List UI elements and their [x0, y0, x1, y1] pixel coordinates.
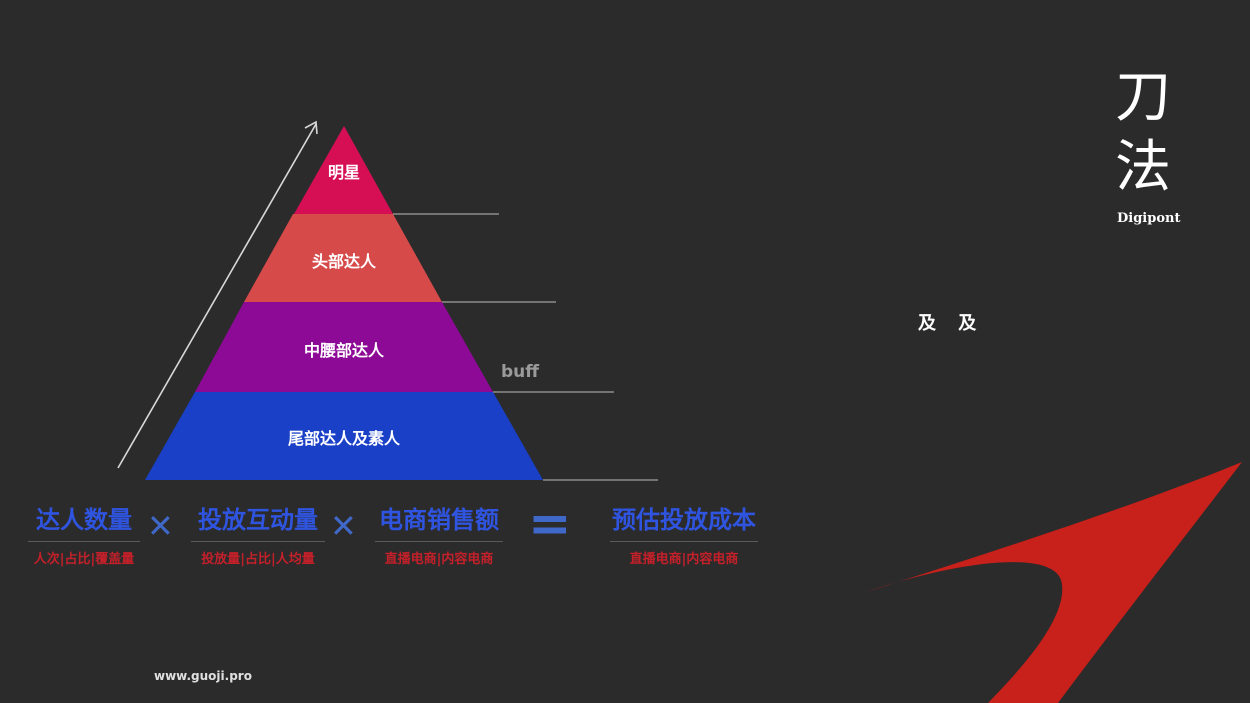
tier-label-mid: 中腰部达人: [303, 341, 384, 360]
red-swoosh-decoration: [866, 462, 1242, 703]
ascending-arrow-head: [304, 120, 318, 135]
formula-term-main: 预估投放成本: [612, 506, 756, 534]
multiply-operator-1: ✕: [147, 507, 174, 545]
formula-term-sub: 直播电商|内容电商: [629, 552, 739, 567]
formula-term-sub: 投放量|占比|人均量: [201, 552, 315, 567]
formula-term-talent-count: 达人数量 人次|占比|覆盖量: [22, 500, 146, 567]
formula-term-interaction: 投放互动量 投放量|占比|人均量: [188, 500, 328, 567]
logo-subtitle: Digipont: [1117, 211, 1181, 226]
formula-term-main: 达人数量: [36, 506, 132, 534]
formula-term-main: 电商销售额: [379, 506, 499, 534]
buff-label: buff: [501, 362, 540, 382]
formula-term-underline: [28, 541, 140, 542]
tier-label-star: 明星: [327, 163, 360, 182]
footer-url: www.guoji.pro: [154, 669, 252, 683]
formula-term-ecommerce-sales: 电商销售额 直播电商|内容电商: [370, 500, 508, 567]
formula-term-estimated-cost: 预估投放成本 直播电商|内容电商: [600, 500, 768, 567]
tier-label-head: 头部达人: [311, 252, 376, 271]
formula-term-sub: 直播电商|内容电商: [384, 552, 494, 567]
formula-term-underline: [610, 541, 758, 542]
equals-operator: =: [528, 494, 572, 554]
logo-char-bottom: 法: [1115, 135, 1171, 200]
tier-label-tail: 尾部达人及素人: [287, 429, 400, 448]
formula-term-underline: [375, 541, 503, 542]
ascending-arrow-line: [117, 123, 317, 469]
formula-term-sub: 人次|占比|覆盖量: [33, 552, 135, 567]
formula-term-main: 投放互动量: [198, 506, 318, 534]
formula-term-underline: [191, 541, 325, 542]
pyramid-tier-tail: [145, 392, 543, 480]
pyramid-tier-head: [244, 214, 442, 302]
pyramid-tier-mid: [195, 302, 493, 392]
middle-text: 及 及: [918, 313, 985, 334]
multiply-operator-2: ✕: [330, 507, 357, 545]
logo-char-top: 刀: [1115, 65, 1171, 130]
pyramid-tier-star: [294, 126, 393, 214]
